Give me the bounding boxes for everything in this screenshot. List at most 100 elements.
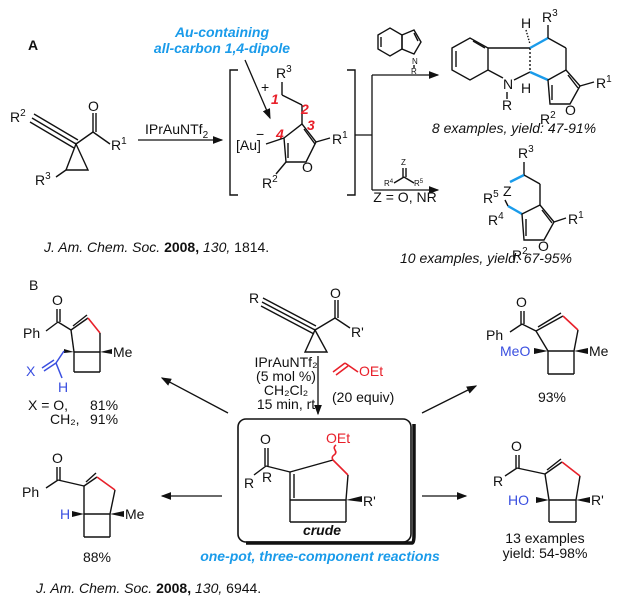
condition-catalyst: IPrAuNTf₂ (255, 354, 318, 370)
svg-text:Z: Z (401, 158, 406, 167)
svg-text:R3: R3 (542, 8, 558, 25)
product-hydroxy: O R HO R' (493, 438, 604, 523)
svg-text:O: O (302, 159, 313, 175)
svg-text:R5: R5 (414, 179, 424, 188)
svg-text:R': R' (351, 324, 364, 340)
svg-text:H: H (60, 506, 70, 522)
svg-text:OEt: OEt (326, 430, 350, 446)
bottom-right-examples: 13 examples (505, 530, 584, 546)
svg-text:O: O (516, 294, 527, 310)
svg-text:Ph: Ph (486, 327, 503, 343)
product-hydro: O Ph H Me (22, 450, 145, 538)
svg-text:Me: Me (589, 343, 609, 359)
condition-solvent: CH₂Cl₂ (264, 382, 308, 398)
svg-text:Me: Me (125, 506, 145, 522)
one-pot-caption: one-pot, three-component reactions (200, 548, 440, 564)
svg-text:O: O (538, 238, 549, 254)
reagent-label: IPrAuNTf2 (145, 121, 209, 141)
svg-text:H: H (58, 379, 68, 395)
arrow-to-top-right (421, 385, 478, 414)
vinyl-ether-equiv: (20 equiv) (332, 389, 394, 405)
bottom-left-yield: 88% (83, 549, 111, 565)
svg-text:Ph: Ph (23, 325, 40, 341)
top-left-yield-2: 91% (90, 411, 118, 427)
svg-text:OEt: OEt (359, 363, 383, 379)
au-label: [Au] (236, 137, 261, 153)
ethyl-vinyl-ether: OEt (332, 362, 383, 379)
svg-text:R3: R3 (518, 144, 534, 161)
bracket-right (347, 69, 356, 196)
product-methoxy: O Ph MeO Me (486, 294, 609, 375)
atom-number-3: 3 (307, 117, 315, 133)
condition-time: 15 min, rt (257, 396, 315, 412)
svg-text:R: R (262, 469, 272, 485)
svg-text:R2: R2 (262, 174, 278, 191)
crude-intermediate: O R R OEt R' (244, 430, 376, 523)
starting-material-b: R O R' (249, 285, 364, 353)
bracket-left (229, 69, 238, 196)
dipole-annotation-line1: Au-containing (174, 24, 270, 40)
panel-b-label: B (29, 277, 38, 293)
svg-text:R: R (249, 290, 259, 306)
svg-text:R': R' (363, 493, 376, 509)
dipole-annotation-line2: all-carbon 1,4-dipole (154, 40, 290, 56)
svg-text:H: H (521, 15, 531, 31)
svg-text:R: R (244, 475, 254, 491)
condition-loading: (5 mol %) (256, 368, 316, 384)
svg-text:O: O (511, 438, 522, 454)
svg-text:H: H (521, 80, 531, 96)
svg-text:R: R (493, 473, 503, 489)
atom-number-2: 2 (300, 101, 309, 117)
svg-text:R5: R5 (483, 189, 499, 206)
svg-text:R: R (502, 97, 512, 113)
dipole-intermediate: + R3 1 2 3 4 [Au] − O R1 R2 (236, 64, 348, 191)
svg-text:N: N (412, 57, 418, 66)
starting-material-a: R2 O R1 R3 (10, 98, 127, 188)
atom-number-4: 4 (275, 126, 284, 142)
svg-text:R1: R1 (596, 74, 612, 91)
svg-text:Z: Z (503, 183, 512, 199)
svg-text:N: N (503, 76, 513, 92)
product2-yield: 10 examples, yield: 67-95% (400, 250, 572, 266)
svg-text:R4: R4 (488, 211, 504, 228)
svg-text:R': R' (591, 492, 604, 508)
svg-text:R1: R1 (111, 136, 127, 153)
reference-a: J. Am. Chem. Soc. 2008, 130, 1814. (43, 239, 269, 255)
svg-text:R4: R4 (384, 179, 394, 188)
arrow-to-top-left (160, 377, 229, 414)
svg-text:R: R (411, 67, 417, 76)
atom-number-1: 1 (271, 91, 279, 107)
carbonyl-reagent: Z R4 R5 (384, 158, 424, 188)
svg-text:R1: R1 (332, 130, 348, 147)
crude-label: crude (303, 522, 341, 538)
svg-text:Ph: Ph (22, 484, 39, 500)
indoline-product: N R H H R3 O R1 R2 (451, 8, 612, 127)
svg-text:R3: R3 (276, 64, 292, 81)
top-left-yield-1: 81% (90, 397, 118, 413)
z-heterocycle-product: R3 Z R5 R4 O R1 R2 (483, 144, 584, 263)
annotation-arrow (244, 59, 271, 120)
svg-text:−: − (256, 126, 264, 142)
svg-text:R3: R3 (35, 171, 51, 188)
svg-text:+: + (261, 79, 269, 95)
svg-text:R1: R1 (568, 210, 584, 227)
svg-text:O: O (52, 292, 63, 308)
product1-yield: 8 examples, yield: 47-91% (432, 120, 596, 136)
svg-text:O: O (330, 285, 341, 301)
product-aldehyde-alkene: O Ph X H Me (23, 292, 133, 395)
panel-a-label: A (28, 37, 38, 53)
svg-text:X: X (26, 363, 36, 379)
svg-text:MeO: MeO (500, 343, 530, 359)
svg-text:HO: HO (508, 492, 529, 508)
top-right-yield: 93% (538, 389, 566, 405)
svg-text:O: O (260, 431, 271, 447)
svg-text:Me: Me (113, 344, 133, 360)
svg-text:O: O (52, 450, 63, 466)
svg-text:O: O (565, 102, 576, 118)
reference-b: J. Am. Chem. Soc. 2008, 130, 6944. (35, 580, 261, 596)
bottom-right-yield: yield: 54-98% (503, 545, 588, 561)
svg-text:R2: R2 (10, 108, 26, 125)
top-left-x-ch2: CH₂, (50, 411, 80, 427)
condition-z: Z = O, NR (373, 189, 436, 205)
